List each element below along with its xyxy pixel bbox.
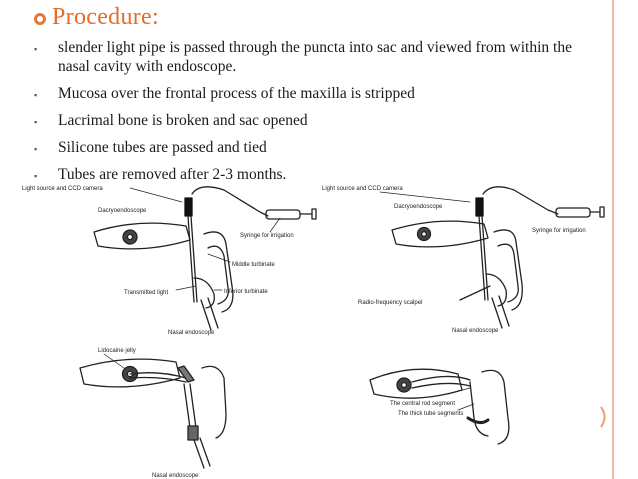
bullet-list: ▪ slender light pipe is passed through t… bbox=[30, 38, 590, 192]
label-middle-turbinate: Middle turbinate bbox=[232, 262, 275, 268]
bullet-item: ▪ Lacrimal bone is broken and sac opened bbox=[30, 111, 590, 130]
label-dacryoendoscope: Dacryoendoscope bbox=[98, 208, 147, 214]
label-thick-tube: The thick tube segments bbox=[398, 411, 463, 417]
panel-2-diagram bbox=[379, 186, 605, 329]
bullet-text: slender light pipe is passed through the… bbox=[58, 39, 572, 75]
page-marker-icon bbox=[600, 406, 606, 428]
label-lidocaine: Lidocaine jelly bbox=[98, 348, 136, 354]
bullet-item: ▪ slender light pipe is passed through t… bbox=[30, 38, 590, 76]
bullet-text: Mucosa over the frontal process of the m… bbox=[58, 85, 415, 102]
label-inferior-turbinate: Inferior turbinate bbox=[224, 289, 268, 295]
label-light-source: Light source and CCD camera bbox=[322, 186, 403, 192]
label-central-rod: The central rod segment bbox=[390, 401, 455, 407]
square-bullet-icon: ▪ bbox=[34, 117, 38, 127]
bullet-text: Tubes are removed after 2-3 months. bbox=[58, 166, 287, 183]
square-bullet-icon: ▪ bbox=[34, 44, 38, 54]
ring-bullet-icon bbox=[34, 13, 46, 25]
panel-1-diagram bbox=[93, 186, 317, 331]
label-syringe: Syringe for irrigation bbox=[240, 233, 294, 239]
bullet-text: Lacrimal bone is broken and sac opened bbox=[58, 112, 308, 129]
label-transmitted-light: Transmitted light bbox=[124, 290, 168, 296]
label-syringe: Syringe for irrigation bbox=[532, 228, 586, 234]
square-bullet-icon: ▪ bbox=[34, 90, 38, 100]
heading-text: Procedure: bbox=[52, 3, 159, 30]
label-dacryoendoscope: Dacryoendoscope bbox=[394, 204, 443, 210]
label-light-source: Light source and CCD camera bbox=[22, 186, 103, 192]
slide-border-rule bbox=[612, 0, 614, 479]
label-nasal-endoscope: Nasal endoscope bbox=[168, 330, 215, 336]
bullet-item: ▪ Tubes are removed after 2-3 months. bbox=[30, 165, 590, 184]
label-radio-scalpel: Radio-frequency scalpel bbox=[358, 300, 422, 306]
label-nasal-endoscope: Nasal endoscope bbox=[152, 473, 199, 479]
panel-3-diagram bbox=[79, 353, 227, 469]
square-bullet-icon: ▪ bbox=[34, 144, 38, 154]
bullet-text: Silicone tubes are passed and tied bbox=[58, 139, 267, 156]
square-bullet-icon: ▪ bbox=[34, 171, 38, 181]
slide-heading: Procedure: bbox=[34, 2, 159, 32]
dacryoendoscopy-illustration: Light source and CCD camera Dacryoendosc… bbox=[22, 186, 605, 479]
bullet-item: ▪ Mucosa over the frontal process of the… bbox=[30, 84, 590, 103]
panel-4-diagram bbox=[369, 368, 510, 445]
bullet-item: ▪ Silicone tubes are passed and tied bbox=[30, 138, 590, 157]
label-nasal-endoscope: Nasal endoscope bbox=[452, 328, 499, 334]
